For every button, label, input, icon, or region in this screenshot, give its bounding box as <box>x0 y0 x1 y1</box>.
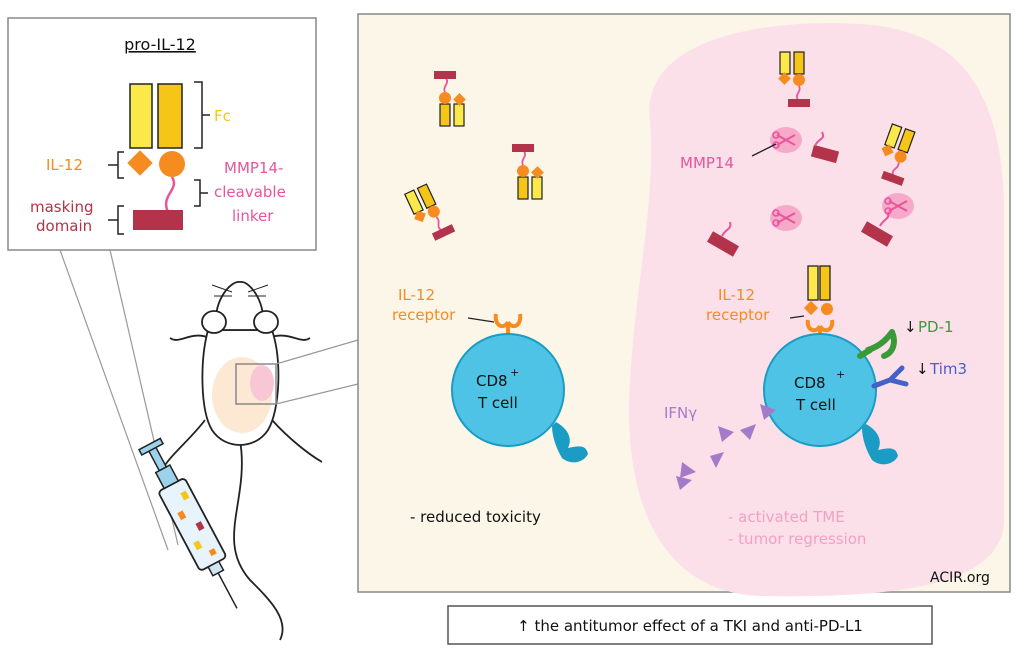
left-cell-label-2: T cell <box>477 394 518 412</box>
mouse-tumor <box>250 365 274 401</box>
right-cell-label-2: T cell <box>795 396 836 414</box>
left-cell-sup: + <box>510 366 519 379</box>
bottom-note: ↑ the antitumor effect of a TKI and anti… <box>517 617 863 635</box>
left-receptor-label-1: IL-12 <box>398 286 435 304</box>
mmp14-label: MMP14 <box>680 154 734 172</box>
right-cell-sup: + <box>836 368 845 381</box>
inset-title: pro-IL-12 <box>124 35 196 54</box>
cd8-t-cell-right <box>763 333 877 447</box>
pd1-arrow: ↓ <box>904 318 917 336</box>
masking-label-2: domain <box>36 217 92 235</box>
linker-label-1: MMP14- <box>224 159 283 177</box>
il12-p40 <box>159 151 185 177</box>
reduced-toxicity-note: - reduced toxicity <box>410 508 541 526</box>
pd-l1-receptor-left <box>552 422 588 463</box>
mouse-illustration <box>161 281 323 641</box>
bottom-note-box <box>447 605 933 645</box>
tim3-label: Tim3 <box>929 360 967 378</box>
zoom-box <box>235 363 277 405</box>
cleaved-mask <box>707 231 739 257</box>
right-cell-label-1: CD8 <box>794 374 826 392</box>
mmp14-enzyme <box>769 204 803 232</box>
activated-tme-note: - activated TME <box>728 508 845 526</box>
fc-chain-bound <box>807 265 819 301</box>
left-receptor-label-2: receptor <box>392 306 456 324</box>
ifn-gamma-particles <box>676 404 776 490</box>
masking-label-1: masking <box>30 198 94 216</box>
il12-label: IL-12 <box>46 156 83 174</box>
credit-label: ACIR.org <box>930 570 990 586</box>
right-receptor-label-2: receptor <box>706 306 770 324</box>
cleaved-mask <box>861 221 893 247</box>
cd8-t-cell-left <box>451 333 565 447</box>
fc-chain-a <box>129 83 153 149</box>
left-cell-label-1: CD8 <box>476 372 508 390</box>
fc-chain-bound <box>819 265 831 301</box>
masking-domain <box>133 210 183 230</box>
mmp14-enzyme <box>769 126 803 154</box>
ifn-gamma-label: IFNγ <box>664 404 697 422</box>
fc-chain-b <box>157 83 183 149</box>
tumor-regression-note: - tumor regression <box>728 530 866 548</box>
linker-label-3: linker <box>232 207 274 225</box>
linker-label-2: cleavable <box>214 183 286 201</box>
pd1-label: PD-1 <box>918 318 954 336</box>
right-receptor-label-1: IL-12 <box>718 286 755 304</box>
pd-1-receptor <box>857 329 897 359</box>
syringe-illustration <box>138 437 238 609</box>
fc-label: Fc <box>214 107 231 125</box>
cleaved-mask <box>810 144 840 164</box>
tim3-receptor <box>871 365 909 389</box>
linker <box>164 176 176 213</box>
tim3-arrow: ↓ <box>916 360 929 378</box>
pd-l1-receptor-right <box>862 424 898 465</box>
mmp14-enzyme <box>881 192 915 220</box>
